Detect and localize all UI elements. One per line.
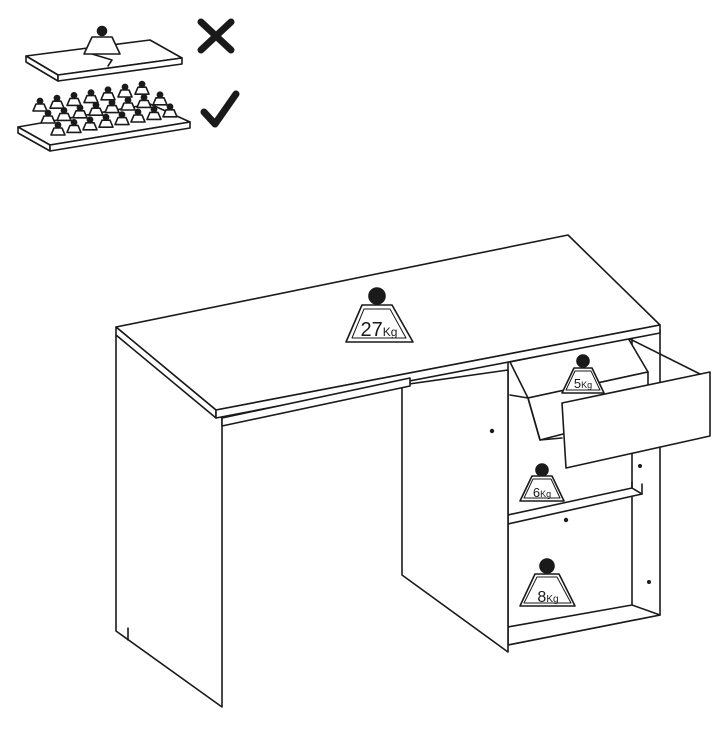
desktop-right-edge (215, 324, 661, 419)
small-weight-icon (49, 94, 65, 109)
drawer-weight-label: 5Kg (574, 376, 592, 391)
small-weight-icon (98, 113, 114, 128)
small-weight-icon (56, 107, 72, 122)
modesty-bar (221, 377, 411, 427)
small-weight-icon (136, 94, 152, 109)
small-weight-icon (82, 116, 98, 131)
small-weight-icon (66, 119, 82, 134)
small-weight-icon (130, 108, 146, 123)
weight-icon-drawer (561, 354, 605, 394)
cross-icon (197, 18, 235, 54)
small-weight-icon (72, 104, 88, 119)
concentrated-load-panel (25, 25, 183, 82)
small-weight-icon (134, 80, 150, 95)
desktop-weight-label: 27Kg (361, 319, 398, 341)
small-weight-icon (50, 121, 66, 136)
small-weight-icon (32, 97, 48, 112)
small-weight-icon (66, 92, 82, 107)
small-weight-icon (117, 83, 133, 98)
small-weight-icon (146, 106, 162, 121)
distributed-load-panel (17, 80, 191, 152)
desk (115, 234, 711, 708)
small-weight-icon (152, 91, 168, 106)
small-weight-icon (100, 86, 116, 101)
pedestal-inner-panel (401, 369, 509, 653)
small-weight-icon (40, 109, 56, 124)
bottom-shelf-weight-label: 8Kg (537, 589, 558, 606)
drawer-front (561, 371, 711, 469)
middle-shelf-weight-label: 6Kg (533, 485, 551, 500)
open-drawer (509, 337, 711, 469)
weight-icon (83, 25, 121, 55)
small-weight-icon (83, 89, 99, 104)
small-weight-icon (120, 96, 136, 111)
small-weight-icon (104, 99, 120, 114)
weight-icon-bottom-shelf (519, 558, 576, 607)
check-icon (200, 90, 240, 128)
weight-icon-desktop (345, 287, 414, 343)
weight-icon-middle-shelf (519, 463, 565, 502)
small-weight-icon (88, 101, 104, 116)
small-weight-icons (32, 80, 178, 136)
small-weight-icon (114, 111, 130, 126)
small-weight-icon (162, 103, 178, 118)
